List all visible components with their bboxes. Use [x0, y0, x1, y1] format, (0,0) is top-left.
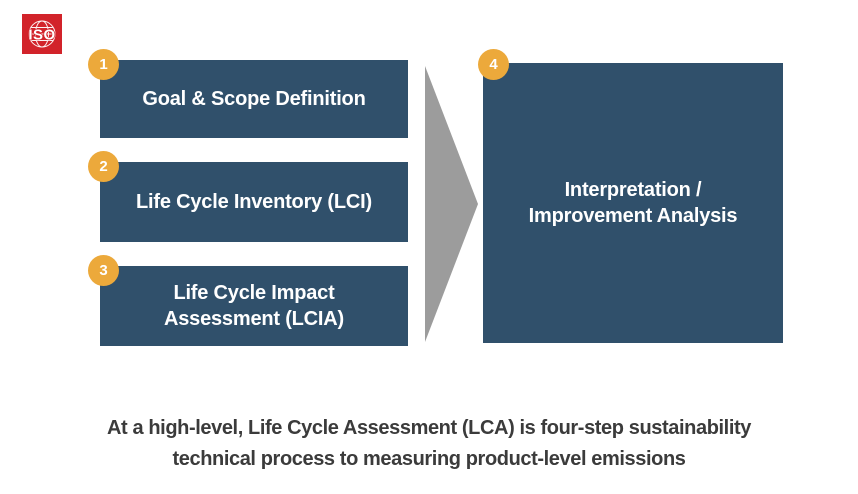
step-label: Interpretation / Improvement Analysis	[528, 179, 738, 227]
step-box-goal-scope-definition: Goal & Scope Definition	[100, 60, 408, 138]
step-number-badge-1: 1	[88, 49, 119, 80]
step-number-badge-3: 3	[88, 255, 119, 286]
step-box-life-cycle-impact-assessment: Life Cycle Impact Assessment (LCIA)	[100, 266, 408, 346]
step-label: Goal & Scope Definition	[142, 88, 366, 110]
step-box-interpretation-improvement: Interpretation / Improvement Analysis	[483, 63, 783, 343]
step-label: Life Cycle Impact Assessment (LCIA)	[164, 282, 344, 330]
caption-line-1: At a high-level, Life Cycle Assessment (…	[107, 417, 751, 439]
flow-arrow-right-icon	[425, 66, 478, 342]
caption-line-2: technical process to measuring product-l…	[172, 448, 686, 470]
caption: At a high-level, Life Cycle Assessment (…	[0, 413, 858, 475]
step-number-badge-4: 4	[478, 49, 509, 80]
step-number-badge-2: 2	[88, 151, 119, 182]
step-number: 3	[99, 262, 108, 279]
step-box-life-cycle-inventory: Life Cycle Inventory (LCI)	[100, 162, 408, 242]
iso-globe-icon: ISO	[22, 14, 62, 54]
step-label: Life Cycle Inventory (LCI)	[136, 191, 372, 213]
iso-logo: ISO	[22, 14, 62, 54]
step-number: 1	[99, 56, 108, 73]
iso-logo-text: ISO	[28, 27, 55, 44]
step-number: 2	[99, 158, 108, 175]
step-number: 4	[489, 56, 498, 73]
